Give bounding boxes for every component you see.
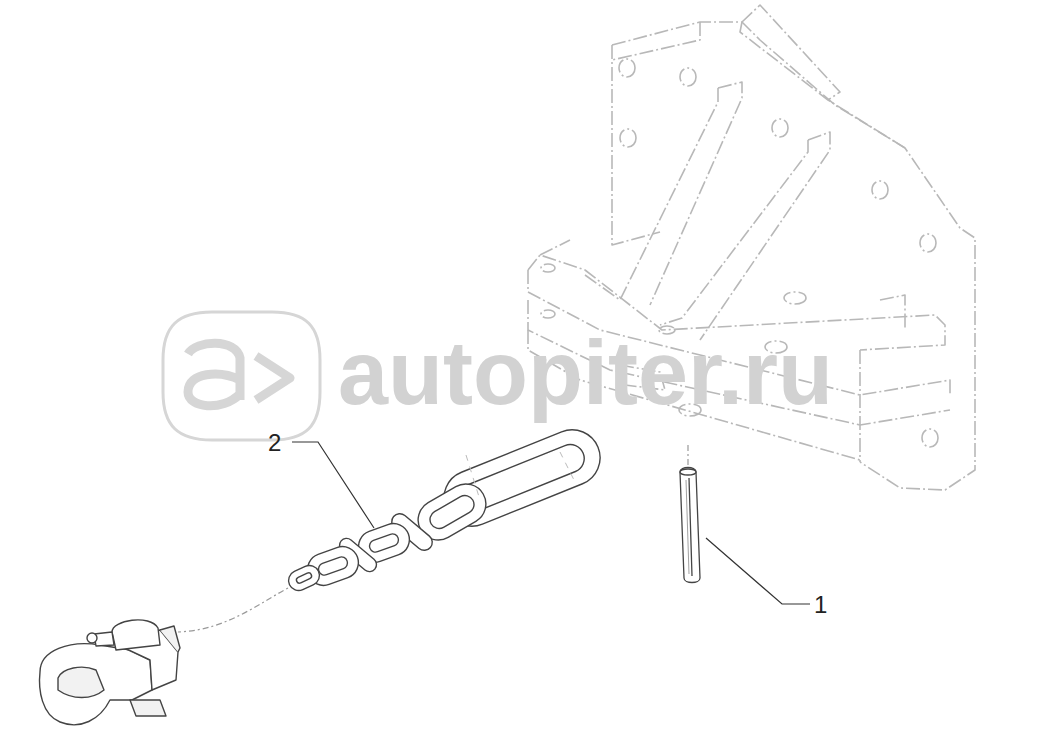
tow-bracket — [541, 310, 555, 318]
tow-bracket — [784, 292, 806, 304]
tow-bracket — [541, 264, 555, 272]
clevis-hook — [58, 667, 104, 697]
tow-bracket — [620, 129, 636, 147]
tow-bracket — [585, 88, 718, 300]
tow-chain — [368, 532, 400, 554]
callout-number: 2 — [268, 431, 281, 455]
tow-bracket — [859, 350, 861, 462]
tow-bracket — [880, 295, 905, 330]
callout-number: 1 — [814, 593, 827, 617]
tow-chain — [427, 492, 478, 532]
tow-bracket — [612, 45, 660, 245]
tow-chain — [285, 421, 608, 594]
tow-bracket — [772, 119, 788, 137]
clevis-hook — [160, 626, 180, 652]
assembly-axis — [178, 584, 296, 632]
tow-chain — [560, 452, 574, 480]
tow-bracket — [742, 5, 840, 100]
spring-pin — [686, 480, 689, 574]
tow-chain — [317, 555, 349, 577]
tow-bracket — [660, 140, 808, 325]
tow-bracket — [540, 240, 570, 255]
tow-bracket — [650, 82, 742, 305]
tow-bracket — [612, 22, 700, 60]
watermark-logo — [163, 312, 320, 440]
clevis-hook — [112, 620, 160, 650]
tow-chain — [285, 562, 322, 594]
tow-chain — [295, 572, 312, 584]
tow-chain — [466, 455, 480, 500]
spring-pin — [680, 469, 696, 475]
clevis-hook — [87, 633, 97, 643]
assembly-axis — [178, 445, 688, 632]
leader-line — [706, 538, 810, 604]
clevis-hook — [40, 620, 180, 725]
watermark-logo — [163, 312, 320, 440]
tow-bracket — [612, 22, 975, 490]
leader-line — [292, 442, 374, 528]
spring-pin — [689, 478, 692, 576]
tow-bracket — [872, 181, 888, 199]
spring-pin — [680, 468, 700, 583]
tow-chain — [466, 452, 574, 500]
tow-bracket — [922, 429, 938, 447]
watermark-logo — [188, 343, 240, 406]
tow-bracket — [700, 132, 830, 340]
tow-bracket — [680, 68, 696, 86]
tow-bracket — [619, 59, 635, 77]
watermark-text: autopiter.ru — [338, 328, 833, 418]
tow-chain — [285, 562, 322, 594]
tow-bracket — [920, 234, 936, 252]
spring-pin — [680, 468, 700, 583]
assembly-axis — [687, 445, 688, 466]
watermark-logo — [256, 356, 290, 400]
clevis-hook — [130, 700, 166, 716]
tow-bracket — [740, 22, 905, 148]
